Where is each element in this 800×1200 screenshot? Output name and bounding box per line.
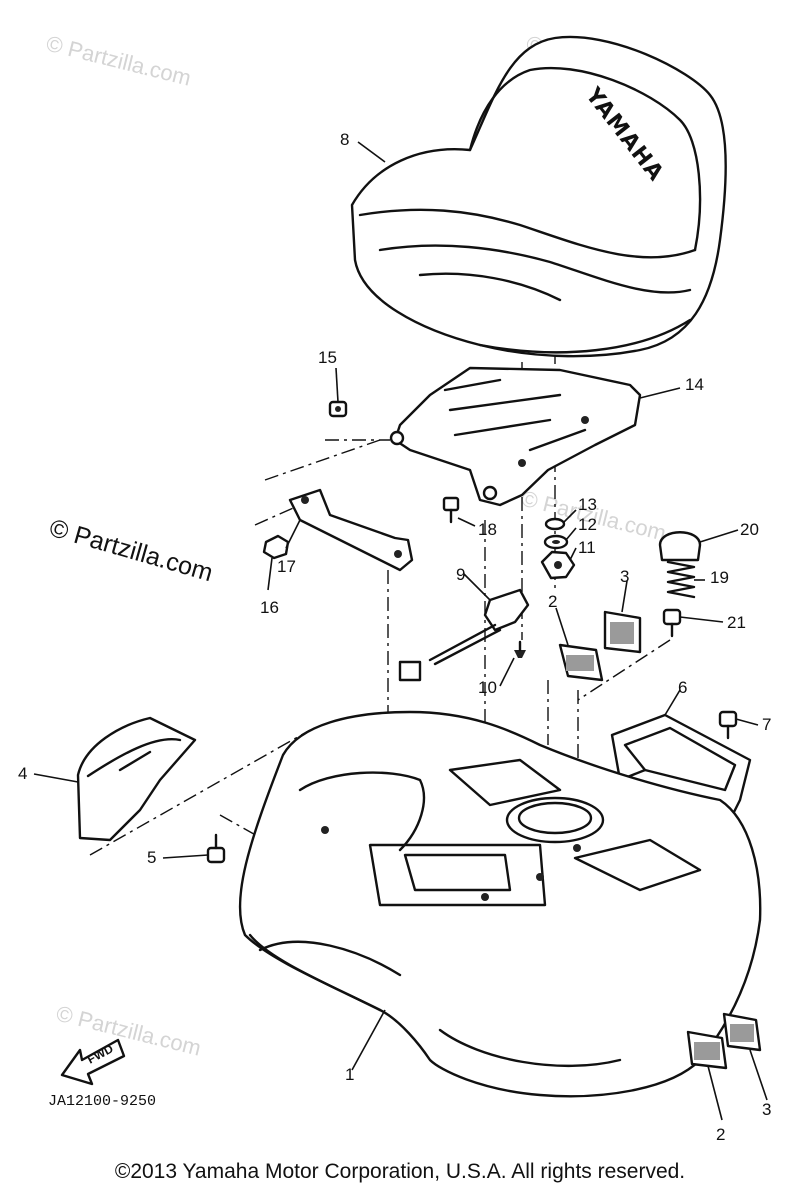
callout-18: 18 — [478, 520, 497, 539]
part-12-washer[interactable] — [543, 534, 569, 550]
part-5-bolt[interactable] — [206, 833, 226, 864]
part-14-seat-bracket[interactable] — [389, 366, 642, 507]
part-16-nut[interactable] — [262, 534, 290, 560]
callout-6: 6 — [678, 678, 687, 697]
callout-2-lower: 2 — [716, 1125, 725, 1144]
part-19-spring[interactable] — [666, 560, 696, 599]
callout-20: 20 — [740, 520, 759, 539]
callout-numbers: 8 14 15 17 16 18 13 12 11 9 10 2 3 20 19… — [18, 130, 771, 1144]
callout-2-upper: 2 — [548, 592, 557, 611]
part-3-damper-upper[interactable] — [603, 610, 642, 654]
part-15-bolt[interactable] — [328, 400, 348, 418]
part-17-bracket[interactable] — [288, 488, 414, 572]
callout-1: 1 — [345, 1065, 354, 1084]
callout-11: 11 — [578, 538, 596, 557]
part-13-washer[interactable] — [544, 517, 566, 531]
callout-13: 13 — [578, 495, 597, 514]
part-20-cap[interactable] — [658, 531, 702, 562]
part-10-bolt[interactable] — [514, 640, 526, 658]
callout-12: 12 — [578, 515, 597, 534]
callout-10: 10 — [478, 678, 497, 697]
callout-3-lower: 3 — [762, 1100, 771, 1119]
part-2-damper-lower[interactable] — [686, 1030, 728, 1070]
part-4-side-cover[interactable] — [76, 716, 197, 842]
part-9-latch[interactable] — [398, 588, 530, 682]
callout-14: 14 — [685, 375, 704, 394]
part-2-damper-upper[interactable] — [558, 643, 604, 682]
part-1-rear-body[interactable] — [238, 710, 762, 1098]
callout-9: 9 — [456, 565, 465, 584]
callout-4: 4 — [18, 764, 27, 783]
watermark-faint-bottom-left: © Partzilla.com — [54, 1001, 204, 1061]
copyright-notice: ©2013 Yamaha Motor Corporation, U.S.A. A… — [114, 1160, 686, 1183]
callout-5: 5 — [147, 848, 156, 867]
part-8-seat[interactable]: YAMAHA — [350, 35, 727, 358]
leader-lines — [33, 141, 768, 1121]
callout-21: 21 — [727, 613, 746, 632]
callout-7: 7 — [762, 715, 771, 734]
part-21-bolt[interactable] — [662, 608, 682, 638]
callout-16: 16 — [260, 598, 279, 617]
part-11-nut[interactable] — [540, 550, 576, 580]
partzilla-watermark: © Partzilla.com — [46, 514, 216, 587]
exploded-parts-diagram: © Partzilla.com © Partzilla.com © Partzi… — [18, 31, 771, 1144]
callout-17: 17 — [277, 557, 296, 576]
diagram-code: JA12100-9250 — [48, 1093, 156, 1110]
part-7-screw[interactable] — [718, 710, 738, 740]
callout-8: 8 — [340, 130, 349, 149]
callout-3-upper: 3 — [620, 567, 629, 586]
part-3-damper-lower[interactable] — [722, 1012, 762, 1052]
callout-19: 19 — [710, 568, 729, 587]
watermark-faint-top-left: © Partzilla.com — [44, 31, 194, 91]
callout-15: 15 — [318, 348, 337, 367]
forward-direction-arrow: FWD — [60, 1038, 126, 1086]
part-18-bolt[interactable] — [442, 496, 460, 524]
